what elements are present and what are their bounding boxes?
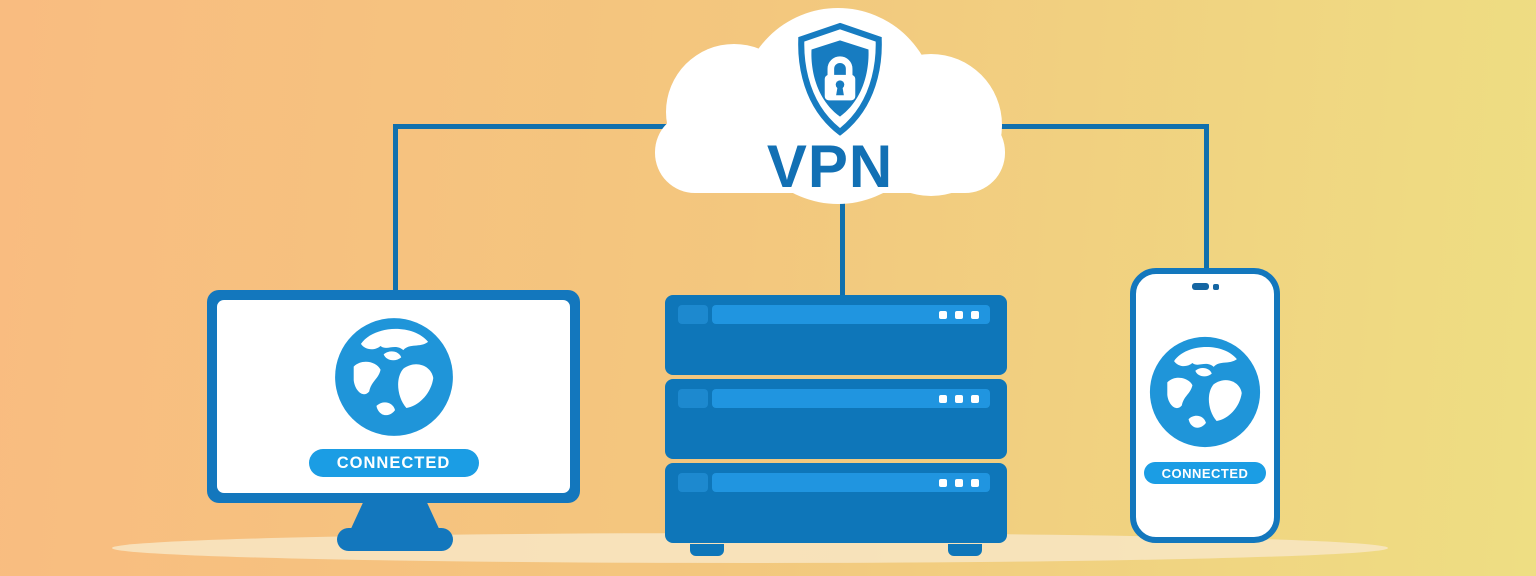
indicator-dot <box>939 394 947 403</box>
server-front-panel <box>678 473 990 492</box>
desktop-monitor: CONNECTED <box>207 290 580 503</box>
monitor-stand-base <box>337 528 453 551</box>
globe-icon <box>332 315 456 439</box>
indicator-dot <box>955 394 963 403</box>
server-unit <box>665 379 1007 459</box>
server-panel-segment <box>678 305 708 324</box>
server-feet <box>665 544 1007 557</box>
status-badge-label: CONNECTED <box>336 453 451 472</box>
server-front-panel <box>678 389 990 408</box>
indicator-dot <box>939 310 947 319</box>
server-panel-bar <box>712 389 990 408</box>
server-unit <box>665 463 1007 543</box>
globe-icon <box>1147 334 1263 450</box>
server-panel-bar <box>712 473 990 492</box>
server-panel-segment <box>678 389 708 408</box>
server-front-panel <box>678 305 990 324</box>
server-panel-bar <box>712 305 990 324</box>
server-unit <box>665 295 1007 375</box>
connector-line-server <box>840 124 845 298</box>
indicator-dot <box>971 310 979 319</box>
indicator-dot <box>939 478 947 487</box>
server-foot <box>690 544 724 556</box>
monitor-screen: CONNECTED <box>217 300 570 493</box>
server-panel-segment <box>678 473 708 492</box>
connector-line-desktop <box>393 124 398 294</box>
indicator-dot <box>971 394 979 403</box>
camera-dot-icon <box>1212 283 1219 290</box>
indicator-dot <box>955 310 963 319</box>
indicator-dot <box>955 478 963 487</box>
shield-lock-icon <box>798 22 882 136</box>
indicator-dot <box>971 478 979 487</box>
vpn-cloud-label: VPN <box>766 133 894 200</box>
status-badge-desktop: CONNECTED <box>308 449 479 477</box>
monitor-stand-neck <box>349 501 441 533</box>
status-badge-mobile: CONNECTED <box>1144 462 1266 484</box>
smartphone: CONNECTED <box>1130 268 1280 543</box>
status-badge-label: CONNECTED <box>1161 465 1249 481</box>
server-foot <box>948 544 982 556</box>
phone-notch <box>1191 283 1219 290</box>
speaker-icon <box>1191 283 1209 290</box>
vpn-server-rack <box>665 295 1007 557</box>
connector-line-mobile <box>1204 124 1209 272</box>
